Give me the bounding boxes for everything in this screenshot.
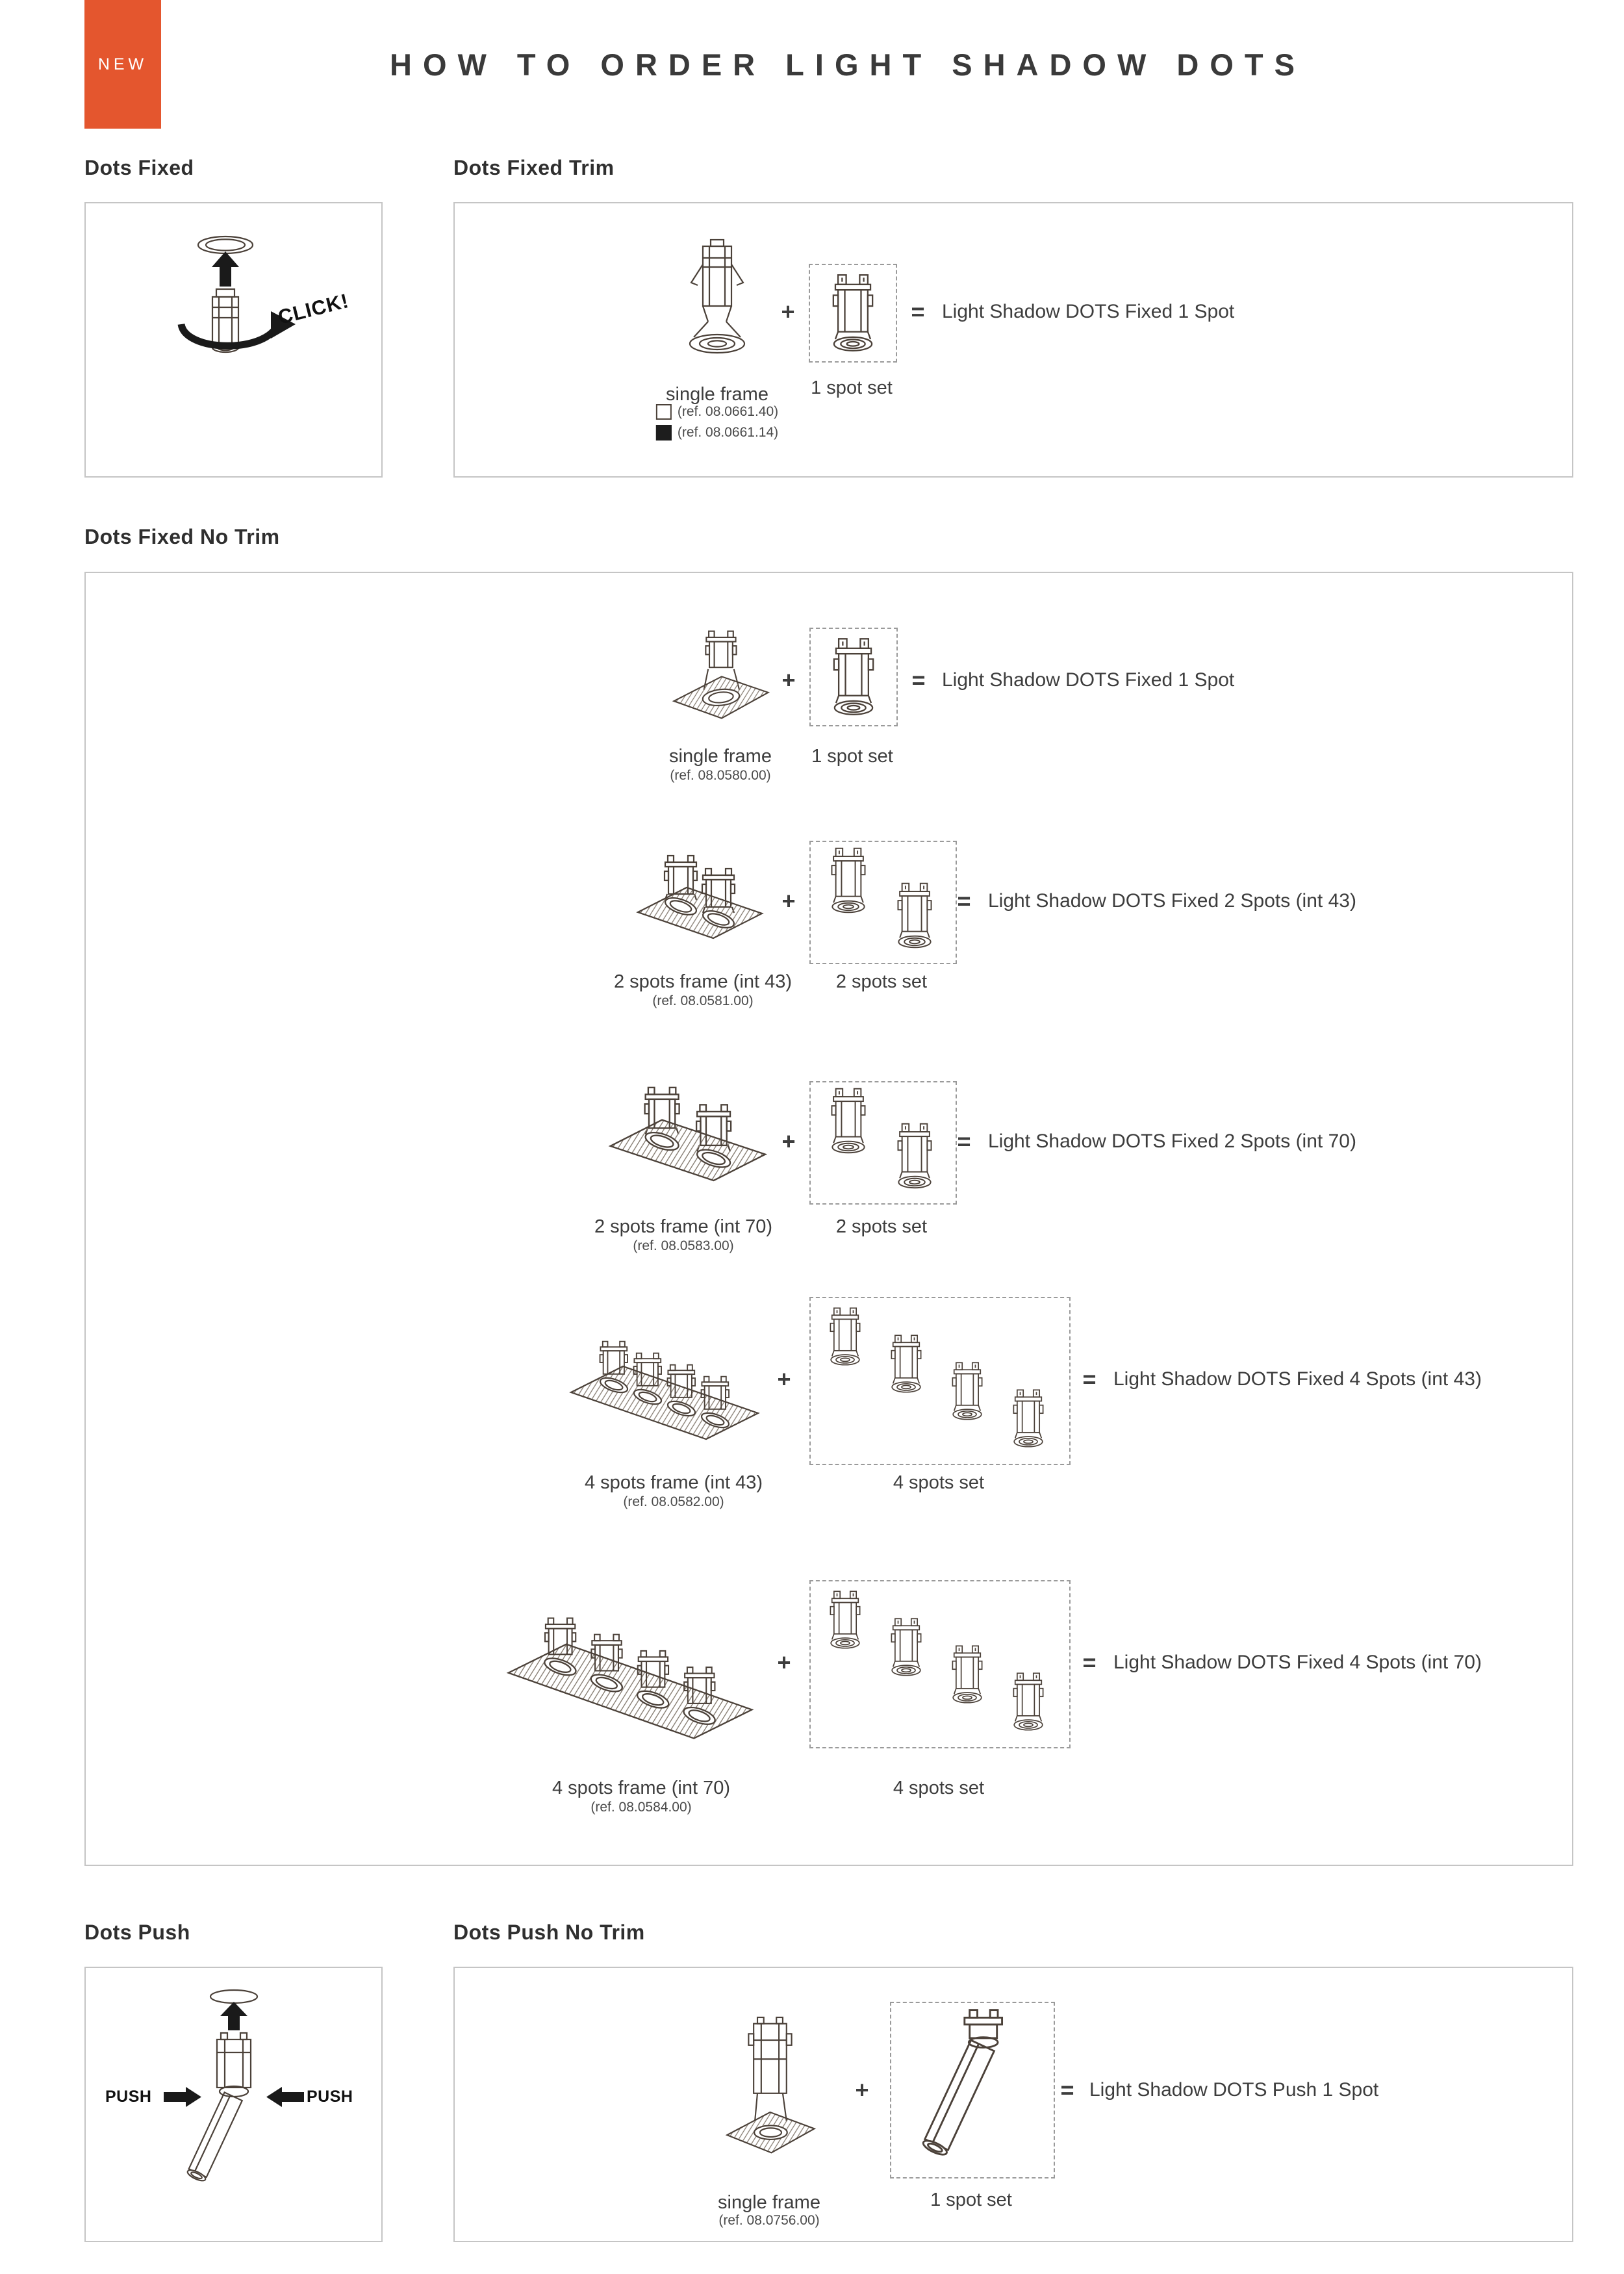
set-label: 1 spot set — [811, 746, 893, 767]
result-text: Light Shadow DOTS Fixed 2 Spots (int 70) — [988, 1131, 1356, 1152]
black-finish-swatch — [655, 425, 672, 441]
spot-illustration — [1013, 1389, 1044, 1448]
equals-operator: = — [1082, 1366, 1097, 1392]
set-label: 4 spots set — [893, 1778, 985, 1798]
finish-option-white: (ref. 08.0661.40) — [655, 404, 779, 420]
four-spots-frame-70-illustration — [500, 1557, 773, 1769]
push-mechanism-illustration — [162, 1989, 305, 2184]
set-label: 1 spot set — [930, 2190, 1012, 2210]
spot-illustration — [830, 1307, 861, 1366]
frame-label: 2 spots frame (int 43) — [614, 971, 792, 992]
section-label-dots-fixed-trim: Dots Fixed Trim — [453, 156, 615, 179]
spot-set-box — [809, 841, 957, 964]
equals-operator: = — [1060, 2076, 1074, 2103]
two-spots-frame-43-illustration — [628, 834, 778, 967]
finish-option-black: (ref. 08.0661.14) — [655, 425, 779, 441]
spot-illustration — [833, 638, 874, 715]
frame-label: 4 spots frame (int 70) — [552, 1778, 730, 1798]
section-label-dots-fixed-no-trim: Dots Fixed No Trim — [84, 525, 280, 548]
spot-set-box — [809, 1580, 1071, 1748]
dots-fixed-panel: CLICK! — [84, 202, 383, 478]
result-text: Light Shadow DOTS Push 1 Spot — [1089, 2079, 1379, 2101]
frame-label: 2 spots frame (int 70) — [594, 1216, 772, 1237]
ref-code: (ref. 08.0581.00) — [652, 993, 754, 1008]
frame-label: single frame — [718, 2192, 820, 2213]
spot-set-box — [890, 2002, 1055, 2178]
ref-code: (ref. 08.0582.00) — [623, 1494, 724, 1509]
spot-illustration — [831, 847, 866, 913]
spot-set-box — [809, 264, 897, 363]
spot-illustration — [897, 1123, 932, 1189]
page-title: HOW TO ORDER LIGHT SHADOW DOTS — [390, 47, 1306, 82]
ref-code-black: (ref. 08.0661.14) — [677, 425, 779, 440]
two-spots-frame-70-illustration — [603, 1067, 776, 1215]
spot-illustration — [832, 274, 874, 351]
section-label-dots-push: Dots Push — [84, 1921, 190, 1944]
equals-operator: = — [911, 298, 925, 325]
spot-illustration — [831, 1088, 866, 1154]
spot-set-box — [809, 628, 898, 726]
plus-operator: + — [781, 888, 796, 914]
set-label: 4 spots set — [893, 1472, 985, 1493]
section-label-dots-push-no-trim: Dots Push No Trim — [453, 1921, 645, 1944]
plus-operator: + — [855, 2076, 869, 2103]
spot-illustration — [897, 882, 932, 949]
result-text: Light Shadow DOTS Fixed 4 Spots (int 70) — [1113, 1652, 1482, 1673]
click-rotate-illustration — [147, 227, 316, 448]
plus-operator: + — [781, 298, 795, 325]
spot-illustration — [830, 1591, 861, 1649]
ref-code-white: (ref. 08.0661.40) — [677, 404, 779, 419]
push-single-frame-illustration — [726, 2016, 815, 2154]
spot-set-box — [809, 1297, 1071, 1465]
equals-operator: = — [1082, 1649, 1097, 1676]
four-spots-frame-43-illustration — [563, 1295, 778, 1464]
push-label-right: PUSH — [307, 2088, 353, 2106]
set-label: 1 spot set — [811, 377, 893, 398]
ref-code: (ref. 08.0756.00) — [718, 2213, 820, 2228]
section-label-dots-fixed: Dots Fixed — [84, 156, 194, 179]
single-frame-illustration — [665, 626, 776, 734]
dots-fixed-trim-panel: + = Light Shadow DOTS Fixed 1 Spot singl… — [453, 202, 1573, 478]
spot-illustration — [891, 1335, 922, 1393]
new-badge: NEW — [84, 0, 161, 129]
set-label: 2 spots set — [835, 971, 928, 992]
result-text: Light Shadow DOTS Fixed 1 Spot — [942, 301, 1235, 322]
spot-illustration — [1013, 1672, 1044, 1731]
plus-operator: + — [777, 1649, 791, 1676]
single-frame-trim-illustration — [689, 238, 746, 354]
frame-label: single frame — [666, 384, 768, 405]
equals-operator: = — [911, 667, 926, 693]
set-label: 2 spots set — [835, 1216, 928, 1237]
push-spot-illustration — [920, 2009, 1004, 2158]
frame-label: single frame — [669, 746, 772, 767]
result-text: Light Shadow DOTS Fixed 4 Spots (int 43) — [1113, 1368, 1482, 1390]
ref-code: (ref. 08.0584.00) — [590, 1800, 692, 1815]
equals-operator: = — [957, 1128, 971, 1155]
spot-illustration — [952, 1362, 983, 1420]
dots-push-panel: PUSH PUSH — [84, 1967, 383, 2242]
plus-operator: + — [781, 1128, 796, 1155]
spot-illustration — [891, 1618, 922, 1676]
white-finish-swatch — [655, 404, 672, 420]
ref-code: (ref. 08.0583.00) — [633, 1238, 734, 1253]
plus-operator: + — [781, 667, 796, 693]
plus-operator: + — [777, 1366, 791, 1392]
push-label-left: PUSH — [105, 2088, 152, 2106]
dots-fixed-no-trim-panel: single frame (ref. 08.0580.00) + 1 spot … — [84, 572, 1573, 1866]
spot-illustration — [952, 1645, 983, 1704]
ref-code: (ref. 08.0580.00) — [670, 768, 771, 783]
result-text: Light Shadow DOTS Fixed 2 Spots (int 43) — [988, 890, 1356, 912]
result-text: Light Shadow DOTS Fixed 1 Spot — [942, 669, 1235, 691]
dots-push-no-trim-panel: single frame (ref. 08.0756.00) + 1 spot … — [453, 1967, 1573, 2242]
spot-set-box — [809, 1081, 957, 1205]
frame-label: 4 spots frame (int 43) — [585, 1472, 763, 1493]
equals-operator: = — [957, 888, 971, 914]
